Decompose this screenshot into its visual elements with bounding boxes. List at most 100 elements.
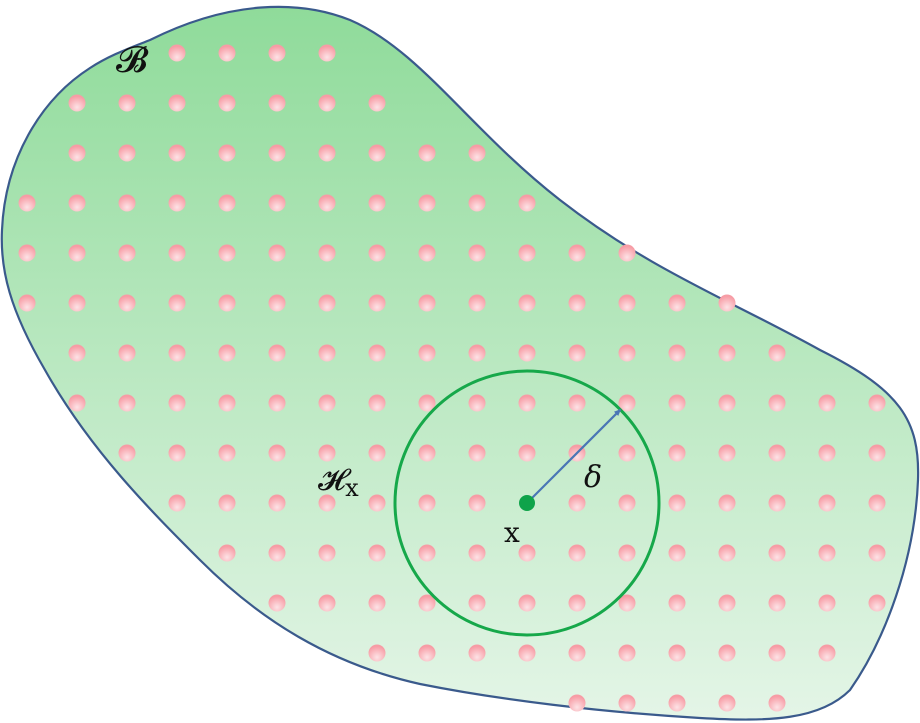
grid-nodes — [18, 44, 886, 712]
grid-node — [368, 94, 386, 112]
grid-node — [368, 244, 386, 262]
grid-node — [518, 444, 536, 462]
grid-node — [368, 494, 386, 512]
point-label: x — [504, 516, 520, 549]
grid-node — [518, 544, 536, 562]
grid-node — [868, 444, 886, 462]
grid-node — [618, 344, 636, 362]
grid-node — [468, 644, 486, 662]
grid-node — [718, 394, 736, 412]
grid-node — [168, 394, 186, 412]
grid-node — [618, 544, 636, 562]
grid-node — [518, 594, 536, 612]
grid-node — [568, 244, 586, 262]
grid-node — [418, 544, 436, 562]
grid-node — [768, 444, 786, 462]
grid-node — [268, 594, 286, 612]
grid-node — [468, 344, 486, 362]
grid-node — [468, 394, 486, 412]
grid-node — [768, 344, 786, 362]
grid-node — [568, 644, 586, 662]
grid-node — [268, 44, 286, 62]
grid-node — [218, 444, 236, 462]
grid-node — [868, 594, 886, 612]
grid-node — [68, 244, 86, 262]
grid-node — [318, 294, 336, 312]
grid-node — [118, 144, 136, 162]
grid-node — [618, 294, 636, 312]
grid-node — [468, 194, 486, 212]
grid-node — [818, 644, 836, 662]
grid-node — [118, 244, 136, 262]
grid-node — [418, 244, 436, 262]
grid-node — [368, 594, 386, 612]
grid-node — [668, 544, 686, 562]
grid-node — [418, 444, 436, 462]
grid-node — [168, 294, 186, 312]
grid-node — [368, 194, 386, 212]
grid-node — [768, 694, 786, 712]
grid-node — [68, 294, 86, 312]
grid-node — [18, 244, 36, 262]
grid-node — [318, 344, 336, 362]
grid-node — [668, 444, 686, 462]
neighborhood-circle — [393, 369, 661, 637]
grid-node — [868, 494, 886, 512]
grid-node — [168, 194, 186, 212]
grid-node — [68, 144, 86, 162]
grid-node — [668, 394, 686, 412]
grid-node — [618, 494, 636, 512]
grid-node — [268, 194, 286, 212]
grid-node — [218, 194, 236, 212]
grid-node — [218, 144, 236, 162]
grid-node — [768, 594, 786, 612]
grid-node — [718, 444, 736, 462]
grid-node — [68, 94, 86, 112]
grid-node — [268, 94, 286, 112]
grid-node — [118, 94, 136, 112]
grid-node — [318, 444, 336, 462]
grid-node — [418, 294, 436, 312]
grid-node — [568, 294, 586, 312]
grid-node — [118, 394, 136, 412]
grid-node — [318, 44, 336, 62]
grid-node — [718, 644, 736, 662]
grid-node — [718, 694, 736, 712]
grid-node — [518, 244, 536, 262]
grid-node — [568, 544, 586, 562]
grid-node — [268, 394, 286, 412]
grid-node — [468, 294, 486, 312]
grid-node — [218, 94, 236, 112]
grid-node — [218, 244, 236, 262]
grid-node — [318, 94, 336, 112]
grid-node — [418, 144, 436, 162]
neighborhood-subscript: x — [345, 474, 359, 502]
grid-node — [618, 594, 636, 612]
grid-node — [718, 594, 736, 612]
grid-node — [468, 144, 486, 162]
grid-node — [268, 544, 286, 562]
grid-node — [518, 644, 536, 662]
grid-node — [68, 194, 86, 212]
grid-node — [118, 344, 136, 362]
grid-node — [268, 294, 286, 312]
domain-region — [0, 5, 920, 721]
grid-node — [168, 44, 186, 62]
grid-node — [118, 444, 136, 462]
grid-node — [218, 494, 236, 512]
grid-node — [518, 344, 536, 362]
grid-node — [68, 394, 86, 412]
grid-node — [568, 394, 586, 412]
grid-node — [668, 344, 686, 362]
grid-node — [168, 144, 186, 162]
grid-node — [568, 694, 586, 712]
grid-node — [18, 294, 36, 312]
grid-node — [168, 444, 186, 462]
grid-node — [368, 544, 386, 562]
grid-node — [318, 194, 336, 212]
grid-node — [718, 494, 736, 512]
grid-node — [468, 244, 486, 262]
grid-node — [518, 194, 536, 212]
grid-node — [168, 344, 186, 362]
